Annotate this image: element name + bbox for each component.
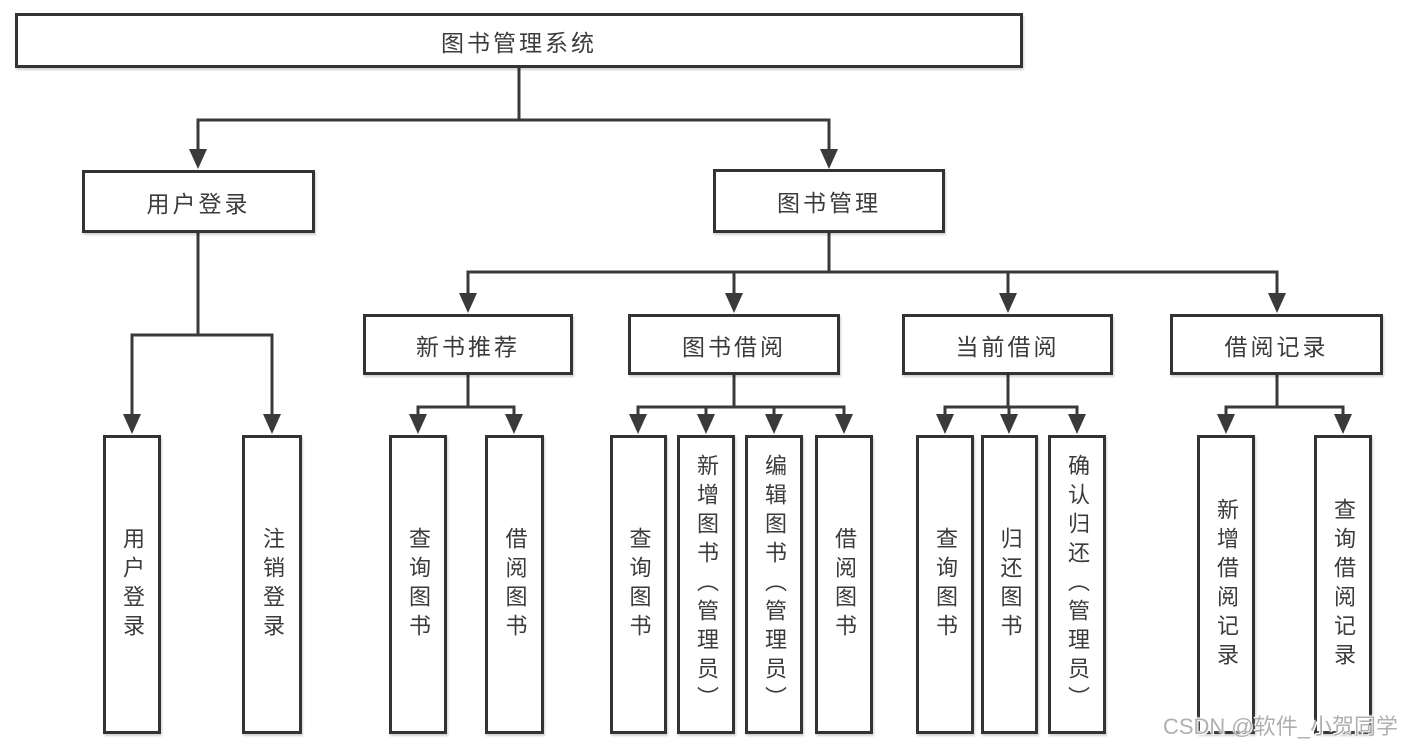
node-label: 图书管理 (777, 190, 881, 216)
leaf-label: 查询图书 (933, 526, 958, 643)
node-book-borrow: 图书借阅 (628, 314, 840, 375)
leaf-label: 用户登录 (120, 526, 145, 643)
leaf-query-books-current: 查询图书 (916, 435, 974, 734)
node-label: 借阅记录 (1224, 333, 1329, 360)
leaf-query-books-recommend: 查询图书 (389, 435, 447, 734)
node-label: 新书推荐 (416, 333, 520, 360)
leaf-label: 查询借阅记录 (1331, 497, 1356, 672)
node-label: 图书管理系统 (441, 29, 597, 56)
leaf-add-borrow-record: 新增借阅记录 (1197, 435, 1255, 734)
node-borrow-records: 借阅记录 (1170, 314, 1383, 375)
leaf-query-books-borrow: 查询图书 (610, 435, 667, 734)
leaf-borrow-books-recommend: 借阅图书 (485, 435, 544, 734)
node-new-book-recommend: 新书推荐 (363, 314, 573, 375)
leaf-label: 新增图书（管理员） (694, 454, 719, 715)
leaf-label: 查询图书 (406, 526, 431, 643)
leaf-edit-books-admin: 编辑图书（管理员） (745, 435, 803, 734)
leaf-label: 借阅图书 (832, 526, 857, 643)
leaf-add-books-admin: 新增图书（管理员） (677, 435, 735, 734)
node-label: 用户登录 (146, 190, 251, 217)
leaf-label: 归还图书 (997, 526, 1023, 643)
leaf-return-books: 归还图书 (981, 435, 1038, 734)
leaf-confirm-return-admin: 确认归还（管理员） (1048, 435, 1106, 734)
leaf-user-login: 用户登录 (103, 435, 161, 734)
leaf-label: 编辑图书（管理员） (762, 454, 787, 715)
node-user-login: 用户登录 (82, 170, 315, 233)
node-library-management-system: 图书管理系统 (15, 13, 1023, 68)
leaf-borrow-books: 借阅图书 (815, 435, 873, 734)
node-current-borrow: 当前借阅 (902, 314, 1113, 375)
leaf-label: 注销登录 (260, 526, 285, 643)
csdn-watermark: CSDN @软件_小贺同学 (1162, 714, 1398, 739)
leaf-query-borrow-record: 查询借阅记录 (1314, 435, 1372, 734)
leaf-logout: 注销登录 (242, 435, 302, 734)
node-book-management: 图书管理 (713, 169, 945, 233)
node-label: 当前借阅 (955, 333, 1060, 360)
leaf-label: 借阅图书 (502, 526, 528, 643)
node-label: 图书借阅 (682, 333, 786, 360)
leaf-label: 查询图书 (626, 526, 652, 643)
leaf-label: 确认归还（管理员） (1065, 454, 1090, 715)
leaf-label: 新增借阅记录 (1214, 497, 1239, 672)
arrowheads (123, 149, 1352, 434)
